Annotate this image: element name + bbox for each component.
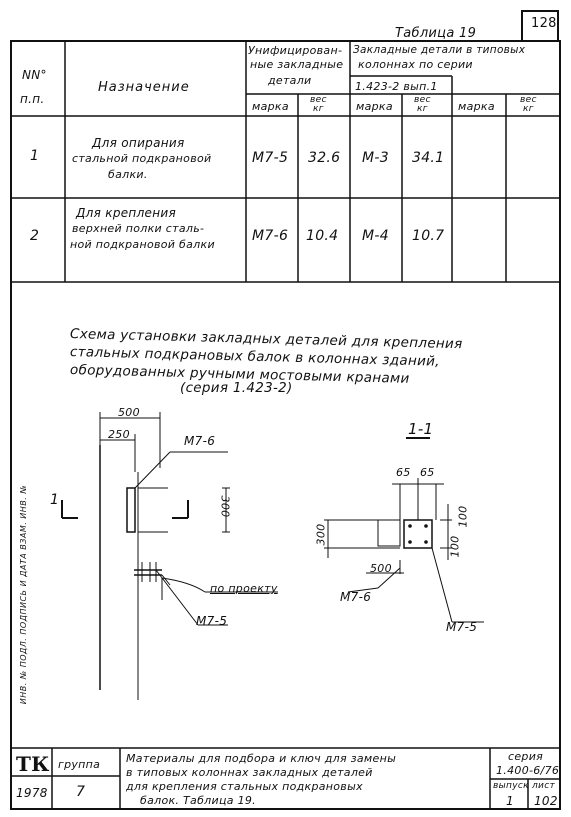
col-purpose: Назначение	[98, 80, 190, 95]
sheet-number-box	[521, 10, 559, 40]
label-m75-right: М7-5	[446, 620, 478, 634]
row1-purpose-l1: Для опирания	[92, 136, 185, 150]
table-title: Таблица 19	[395, 26, 477, 41]
stamp-desc-l4: балок. Таблица 19.	[140, 794, 256, 807]
group-typical-l1: Закладные детали в типовых	[353, 44, 526, 56]
row2-mark2: М-4	[362, 228, 389, 244]
stamp-desc-l2: в типовых колоннах закладных деталей	[126, 766, 373, 779]
col-mark-1: марка	[252, 100, 289, 113]
row2-number: 2	[30, 228, 40, 244]
col-mark-3: марка	[458, 100, 495, 113]
dim-500-right: 500	[370, 562, 392, 575]
sheet-value: 102	[534, 794, 558, 808]
dim-300-left: 300	[218, 495, 232, 518]
dim-65a: 65	[396, 466, 411, 479]
col-weight-1b: кг	[313, 104, 324, 114]
label-m76-right: М7-6	[340, 590, 372, 604]
row2-purpose-l1: Для крепления	[76, 206, 176, 220]
group-label: группа	[58, 758, 101, 771]
sheet-frame	[10, 40, 561, 810]
row2-purpose-l3: ной подкрановой балки	[70, 238, 215, 251]
col-weight-3b: кг	[523, 104, 534, 114]
sheet-label: лист	[532, 781, 555, 791]
issue-value: 1	[506, 794, 514, 808]
col-mark-2: марка	[356, 100, 393, 113]
row1-weight1: 32.6	[308, 150, 341, 166]
col-weight-3a: вес	[520, 95, 537, 105]
scheme-title-l4: (серия 1.423-2)	[180, 380, 293, 396]
group-unified-l3: детали	[268, 74, 312, 87]
dim-65b: 65	[420, 466, 435, 479]
side-inventory-text: ИНВ. № ПОДЛ. ПОДПИСЬ И ДАТА ВЗАМ. ИНВ. №	[19, 484, 29, 705]
row1-mark2: М-3	[362, 150, 389, 166]
issue-label: выпуск	[493, 781, 529, 791]
section-mark-left: 1	[50, 492, 60, 508]
col-weight-1a: вес	[310, 95, 327, 105]
group-typical-l2: колоннах по серии	[358, 58, 473, 71]
row1-purpose-l3: балки.	[108, 168, 148, 181]
series-label: серия	[508, 750, 544, 763]
row1-weight2: 34.1	[412, 150, 445, 166]
col-num-b: п.п.	[20, 92, 45, 106]
stamp-desc-l1: Материалы для подбора и ключ для замены	[126, 752, 397, 765]
series-value: 1.400-6/76	[496, 764, 560, 777]
row2-weight2: 10.7	[412, 228, 445, 244]
label-m75-left: М7-5	[196, 614, 228, 628]
dim-250: 250	[108, 428, 130, 441]
row1-mark1: М7-5	[252, 150, 289, 166]
row1-number: 1	[30, 148, 40, 164]
row2-mark1: М7-6	[252, 228, 289, 244]
dim-300-right: 300	[314, 523, 328, 546]
row2-weight1: 10.4	[306, 228, 339, 244]
year: 1978	[16, 786, 48, 800]
row1-purpose-l2: стальной подкрановой	[72, 152, 212, 165]
tk-logo: ТК	[16, 752, 50, 776]
group-unified-l2: ные закладные	[250, 58, 344, 71]
label-project: по проекту	[210, 582, 278, 595]
dim-100a: 100	[456, 505, 470, 528]
col-num-a: NN°	[22, 68, 47, 82]
row2-purpose-l2: верхней полки сталь-	[72, 222, 205, 235]
group-unified-l1: Унифицирован-	[248, 44, 343, 57]
col-weight-2b: кг	[417, 104, 428, 114]
stamp-desc-l3: для крепления стальных подкрановых	[126, 780, 363, 793]
dim-100b: 100	[448, 535, 462, 558]
series-cell: 1.423-2 вып.1	[355, 80, 438, 93]
dim-500-left: 500	[118, 406, 140, 419]
section-title: 1-1	[408, 420, 434, 438]
group-value: 7	[76, 784, 86, 800]
label-m76-left: М7-6	[184, 434, 216, 448]
sheet-number: 128	[531, 16, 557, 31]
col-weight-2a: вес	[414, 95, 431, 105]
